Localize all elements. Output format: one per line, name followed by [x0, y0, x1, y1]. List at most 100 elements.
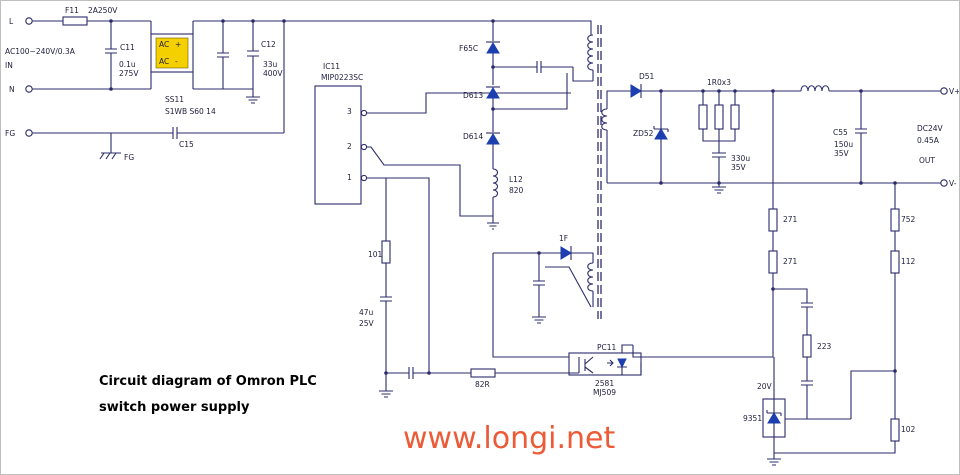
diode-d614 — [486, 133, 500, 145]
label-output-rating-2: 0.45A — [917, 136, 940, 145]
ground-symbol-5 — [712, 186, 726, 194]
label-ic-pin-2: 2 — [347, 142, 352, 151]
label-u-9351: 9351 — [743, 414, 762, 423]
label-r-271-b: 271 — [783, 257, 798, 266]
label-d614: D614 — [463, 132, 483, 141]
label-v-minus: V- — [949, 179, 957, 188]
diode-d51 — [630, 84, 642, 98]
terminal-v-plus — [940, 87, 948, 95]
aux-supply — [492, 246, 592, 358]
label-ss11: SS11 — [165, 95, 184, 104]
ic11-block — [314, 85, 571, 398]
aux-winding — [587, 262, 594, 292]
svg-text:AC: AC — [159, 57, 169, 66]
label-r-101: 101 — [368, 250, 383, 259]
label-ic11-part: MIP0223SC — [321, 73, 363, 82]
label-ss11-value: S1WB S60 14 — [165, 107, 216, 116]
svg-text:+: + — [175, 40, 181, 49]
label-n: N — [9, 85, 15, 94]
label-c-330u-1: 330u — [731, 154, 750, 163]
caption-line-1: Circuit diagram of Omron PLC — [99, 374, 317, 389]
terminal-n — [25, 85, 33, 93]
label-r-112: 112 — [901, 257, 916, 266]
label-f65c: F65C — [459, 44, 478, 53]
resistor-bank-1 — [698, 104, 708, 130]
label-l12: L12 — [509, 175, 523, 184]
label-c55-value-1: 150u — [834, 140, 853, 149]
label-out: OUT — [919, 156, 935, 165]
label-c12-value-1: 33u — [263, 60, 278, 69]
zener-zd52 — [654, 128, 668, 140]
transformer — [575, 25, 631, 319]
label-c11: C11 — [120, 43, 135, 52]
label-c-330u-2: 35V — [731, 163, 747, 172]
capacitor-c15 — [172, 127, 178, 139]
label-l: L — [9, 17, 14, 26]
label-d51: D51 — [639, 72, 655, 81]
ground-symbol — [246, 96, 260, 104]
label-input-rating: AC100~240V/0.3A — [5, 47, 76, 56]
label-r-102: 102 — [901, 425, 916, 434]
caption-line-2: switch power supply — [99, 400, 250, 415]
resistor-82r — [470, 368, 496, 378]
terminal-v-minus — [940, 179, 948, 187]
primary-winding — [587, 34, 594, 71]
resistor-102 — [890, 418, 900, 442]
label-c55-value-2: 35V — [834, 149, 850, 158]
label-in: IN — [5, 61, 13, 70]
label-r-752: 752 — [901, 215, 916, 224]
resistor-271-b — [768, 250, 778, 274]
label-c12: C12 — [261, 40, 276, 49]
fg-ground-icon — [99, 133, 121, 160]
svg-text:AC: AC — [159, 40, 169, 49]
junctions — [109, 19, 897, 375]
resistor-bank-2 — [714, 104, 724, 130]
label-r-271-a: 271 — [783, 215, 798, 224]
resistor-271-a — [768, 208, 778, 232]
label-r-bank: 1R0x3 — [707, 78, 731, 87]
resistor-112 — [890, 250, 900, 274]
resistor-752 — [890, 208, 900, 232]
resistor-101 — [381, 240, 391, 264]
input-section: AC + AC - — [25, 16, 493, 160]
inductor-l12 — [492, 168, 499, 198]
label-ic-pin-3: 3 — [347, 107, 352, 116]
label-c55: C55 — [833, 128, 848, 137]
label-fg: FG — [5, 129, 15, 138]
label-c11-value-2: 275V — [119, 69, 139, 78]
ground-symbol-4 — [532, 316, 546, 324]
label-d613: D613 — [463, 91, 483, 100]
label-c11-value-1: 0.1u — [119, 60, 136, 69]
label-ic-pin-1: 1 — [347, 173, 352, 182]
label-c-47u-2: 25V — [359, 319, 375, 328]
diode-1f — [560, 246, 572, 260]
label-output-rating-1: DC24V — [917, 124, 944, 133]
terminal-l — [25, 17, 33, 25]
resistor-223 — [802, 334, 812, 358]
optocoupler-pc11 — [521, 289, 774, 376]
resistor-bank-3 — [730, 104, 740, 130]
label-f11: F11 — [65, 6, 79, 15]
ground-symbol-2 — [379, 390, 393, 398]
label-zd52: ZD52 — [633, 129, 654, 138]
diode-f65c — [486, 42, 500, 54]
output-inductor — [800, 85, 830, 92]
primary-snubber — [486, 20, 593, 230]
label-fg-ground: FG — [124, 153, 134, 162]
svg-text:-: - — [175, 57, 178, 66]
label-l12-value: 820 — [509, 186, 524, 195]
label-pc11: PC11 — [597, 343, 617, 352]
label-r-82r: 82R — [475, 380, 490, 389]
pc11-body — [568, 352, 642, 376]
label-d-1f: 1F — [559, 234, 568, 243]
label-c15: C15 — [179, 140, 194, 149]
capacitor-ic-bypass — [386, 367, 414, 379]
label-c-223: 223 — [817, 342, 832, 351]
label-f11-value: 2A250V — [88, 6, 118, 15]
label-c12-value-2: 400V — [263, 69, 283, 78]
secondary-winding — [601, 108, 608, 131]
label-zd-20v: 20V — [757, 382, 773, 391]
ground-symbol-6 — [767, 458, 781, 466]
